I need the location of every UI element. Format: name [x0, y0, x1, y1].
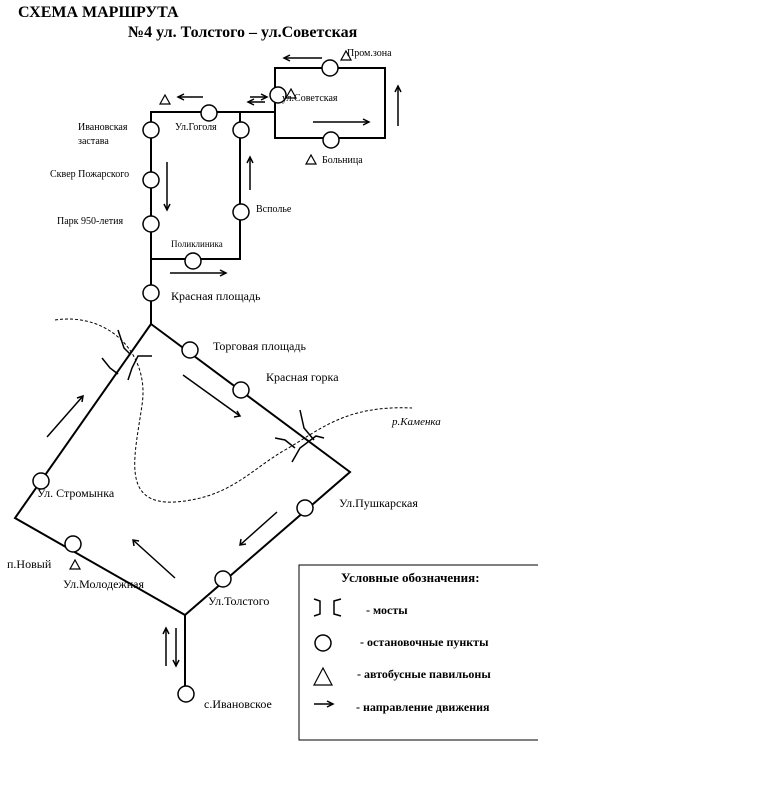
- river-label: р.Каменка: [391, 416, 441, 428]
- stops: [32, 59, 340, 703]
- bus-pavilions: [68, 49, 353, 570]
- label-poliklinika: Поликлиника: [171, 239, 223, 249]
- stop-ivanovskaya-zastava: [142, 121, 160, 139]
- stop-molodezhnaya: [64, 535, 82, 553]
- stop-sovetskaya: [269, 86, 287, 104]
- arrow-stromynka: [46, 394, 84, 438]
- legend-arrow-symbol: [314, 700, 335, 708]
- direction-arrows: [46, 54, 402, 668]
- pavilion-sovetskaya: [284, 87, 298, 99]
- arrow-bolnitsa: [313, 118, 371, 126]
- stop-labels: Пром.зона ул.Советская Больница Ивановск…: [7, 48, 418, 711]
- label-ivanovskaya-1: Ивановская: [78, 122, 128, 133]
- label-s-ivanovskoe: с.Ивановское: [204, 697, 272, 711]
- stop-vspolye: [232, 203, 250, 221]
- legend-bridges-text: - мосты: [366, 603, 408, 617]
- label-gogolya: Ул.Гоголя: [175, 122, 217, 133]
- label-sovetskaya: ул.Советская: [282, 93, 338, 104]
- legend-frame: [298, 564, 538, 741]
- arrow-sovetskaya-up: [394, 84, 402, 126]
- stop-tolstogo: [214, 570, 232, 588]
- pavilion-prom-zona: [339, 49, 353, 61]
- scheme-title: СХЕМА МАРШРУТА: [18, 4, 179, 21]
- road-main-loop: [13, 323, 352, 617]
- label-park-950: Парк 950-летия: [57, 216, 123, 227]
- arrow-prom-zona: [282, 54, 322, 62]
- legend-pavilions-text: - автобусные павильоны: [357, 667, 491, 681]
- stop-pushkarskaya: [296, 499, 314, 517]
- label-stromynka: Ул. Стромынка: [37, 486, 115, 500]
- stop-park-950: [142, 215, 160, 233]
- arrow-ivanovskoe-up: [162, 626, 170, 666]
- arrow-down-left-column: [163, 162, 171, 212]
- river-kamenka: [54, 318, 413, 503]
- label-ivanovskaya-2: застава: [78, 136, 109, 147]
- road-left-upper: [150, 111, 275, 324]
- road-network: [13, 67, 386, 693]
- legend-direction-text: - направление движения: [356, 700, 490, 714]
- stop-upper-road: [200, 104, 218, 122]
- label-torgovaya-ploshchad: Торговая площадь: [213, 339, 306, 353]
- route-title: №4 ул. Толстого – ул.Советская: [128, 24, 358, 41]
- arrow-molodezhnaya: [132, 539, 176, 579]
- arrow-sovetskaya-left: [246, 98, 265, 106]
- arrow-poliklinika: [170, 269, 228, 277]
- pavilion-bolnitsa: [304, 153, 318, 165]
- road-loop-right: [151, 112, 241, 260]
- pavilion-gogolya: [158, 93, 172, 105]
- bridge-upper-left: [101, 329, 152, 381]
- label-vspolye: Всполье: [256, 204, 292, 215]
- arrow-up-vspolye: [246, 155, 254, 190]
- label-bolnitsa: Больница: [322, 155, 363, 166]
- stop-s-ivanovskoe: [177, 685, 195, 703]
- stop-stromynka: [32, 472, 50, 490]
- road-sovetskaya-loop: [274, 67, 386, 139]
- arrow-gogolya: [176, 93, 203, 101]
- stop-bolnitsa: [322, 131, 340, 149]
- arrow-krasnaya-gorka: [182, 374, 242, 418]
- stop-krasnaya-ploshchad: [142, 284, 160, 302]
- stop-skver-pozharskogo: [142, 171, 160, 189]
- label-p-novyi: п.Новый: [7, 557, 52, 571]
- legend-stops-text: - остановочные пункты: [360, 635, 489, 649]
- stop-poliklinika: [184, 252, 202, 270]
- label-krasnaya-gorka: Красная горка: [266, 370, 339, 384]
- label-prom-zona: Пром.зона: [347, 48, 392, 59]
- stop-krasnaya-gorka: [232, 381, 250, 399]
- label-molodezhnaya: Ул.Молодежная: [63, 577, 144, 591]
- arrow-ivanovskoe-down: [172, 628, 180, 668]
- legend-bridge-symbol: [313, 598, 342, 617]
- stop-gogolya: [232, 121, 250, 139]
- label-skver-pozharskogo: Сквер Пожарского: [50, 169, 129, 180]
- arrow-pushkarskaya: [239, 511, 278, 546]
- arrow-sovetskaya-right: [250, 93, 269, 101]
- stop-prom-zona: [321, 59, 339, 77]
- legend-stop-symbol: [314, 634, 332, 652]
- label-krasnaya-ploshchad: Красная площадь: [171, 289, 261, 303]
- label-pushkarskaya: Ул.Пушкарская: [339, 496, 418, 510]
- pavilion-molodezhnaya: [68, 558, 82, 570]
- bridge-right: [274, 409, 325, 463]
- stop-torgovaya-ploshchad: [181, 341, 199, 359]
- legend-heading: Условные обозначения:: [341, 570, 480, 585]
- legend-pavilion-symbol: [313, 666, 333, 686]
- legend: Условные обозначения: - мосты - останово…: [298, 564, 538, 741]
- label-tolstogo: Ул.Толстого: [208, 594, 269, 608]
